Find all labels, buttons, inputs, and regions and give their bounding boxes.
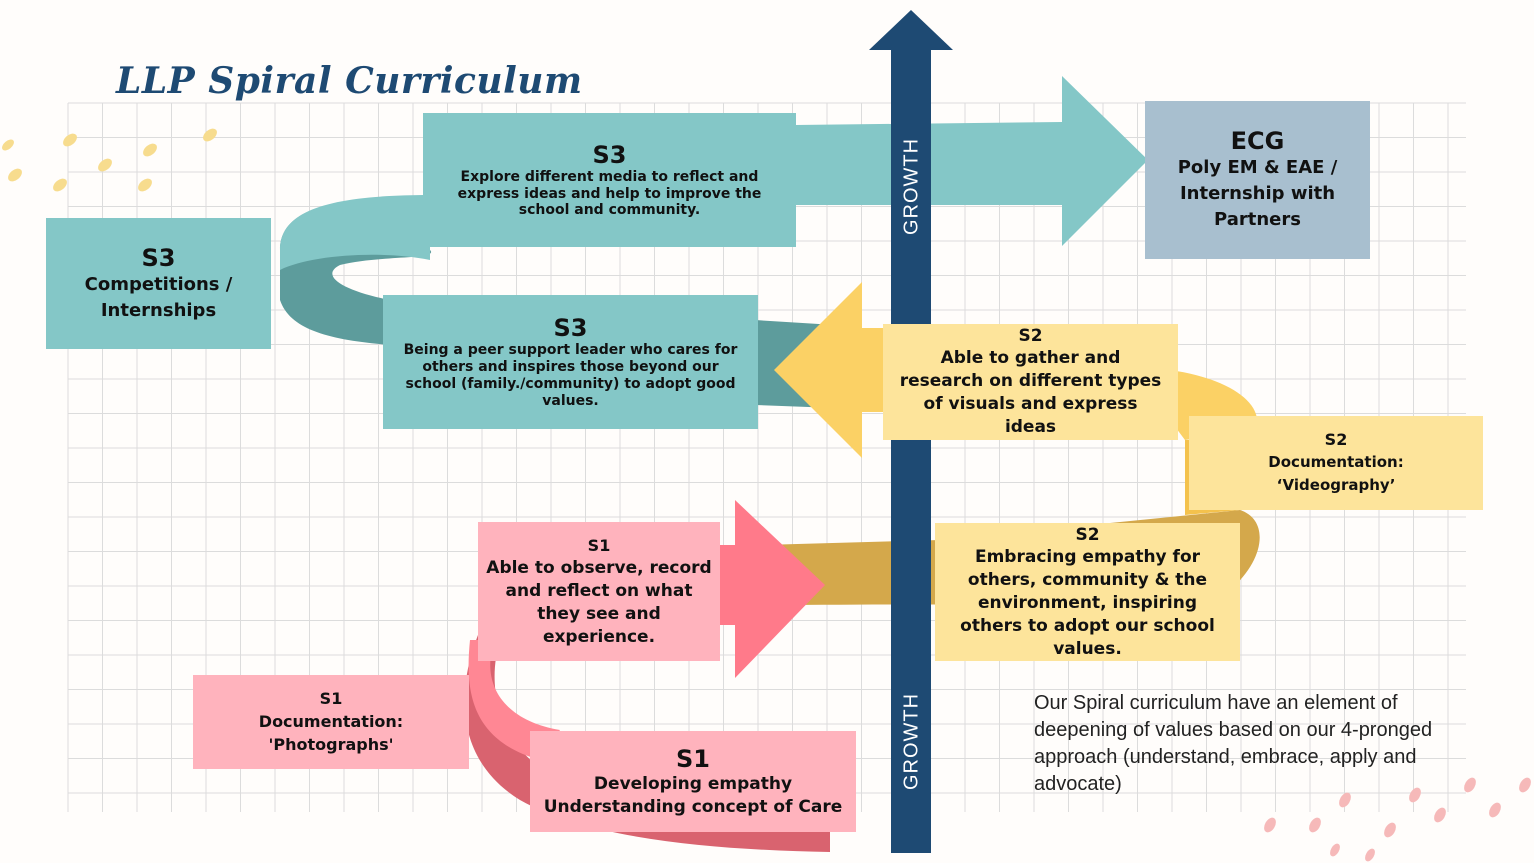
box-s3-explore: S3 Explore different media to reflect an… (423, 113, 796, 247)
box-s3-peer: S3 Being a peer support leader who cares… (383, 295, 758, 429)
box-s1-photographs: S1 Documentation: 'Photographs' (193, 675, 469, 769)
box-ecg: ECG Poly EM & EAE / Internship with Part… (1145, 101, 1370, 259)
s1-pink-arrow (700, 500, 825, 678)
box-level: S1 (319, 689, 343, 708)
box-level: S3 (141, 243, 176, 272)
box-s2-videography: S2 Documentation: ‘Videography’ (1189, 416, 1483, 510)
box-level: S2 (1075, 524, 1100, 545)
box-text: Poly EM & EAE / Internship with Partners (1177, 157, 1338, 230)
box-level: S1 (676, 744, 710, 773)
box-level: S1 (587, 535, 611, 555)
s3-spiral-band-top (280, 195, 430, 270)
decorative-dots-pink (1264, 777, 1531, 862)
box-level: S3 (553, 314, 588, 343)
box-s2-embracing: S2 Embracing empathy for others, communi… (935, 523, 1240, 661)
s2-yellow-arrow (774, 282, 890, 458)
box-text: Being a peer support leader who cares fo… (403, 342, 738, 409)
s1-band-front (468, 640, 560, 760)
box-level: S2 (1324, 430, 1348, 449)
box-level: S3 (592, 140, 627, 169)
box-s3-competitions: S3 Competitions / Internships (46, 218, 271, 349)
box-level: ECG (1230, 127, 1285, 155)
box-s1-empathy: S1 Developing empathy Understanding conc… (530, 731, 856, 832)
s3-teal-arrow (795, 76, 1148, 246)
box-text: Able to gather and research on different… (899, 348, 1162, 437)
box-text: Able to observe, record and reflect on w… (486, 557, 712, 647)
box-text: Documentation: ‘Videography’ (1268, 453, 1404, 494)
box-s1-observe: S1 Able to observe, record and reflect o… (478, 522, 720, 661)
box-s2-gather: S2 Able to gather and research on differ… (883, 324, 1178, 440)
growth-arrowhead (869, 10, 953, 50)
decorative-dots-yellow (2, 128, 217, 192)
page-title: LLP Spiral Curriculum (116, 60, 583, 102)
box-text: Competitions / Internships (84, 273, 233, 321)
box-level: S2 (1018, 326, 1043, 346)
box-text: Developing empathy Understanding concept… (543, 773, 843, 817)
growth-shaft (891, 48, 931, 853)
box-text: Embracing empathy for others, community … (960, 546, 1215, 659)
curriculum-note: Our Spiral curriculum have an element of… (1034, 692, 1433, 795)
box-text: Explore different media to reflect and e… (457, 168, 762, 219)
growth-label-bottom: GROWTH (900, 692, 923, 791)
growth-label-top: GROWTH (900, 137, 923, 236)
box-text: Documentation: 'Photographs' (258, 712, 404, 754)
